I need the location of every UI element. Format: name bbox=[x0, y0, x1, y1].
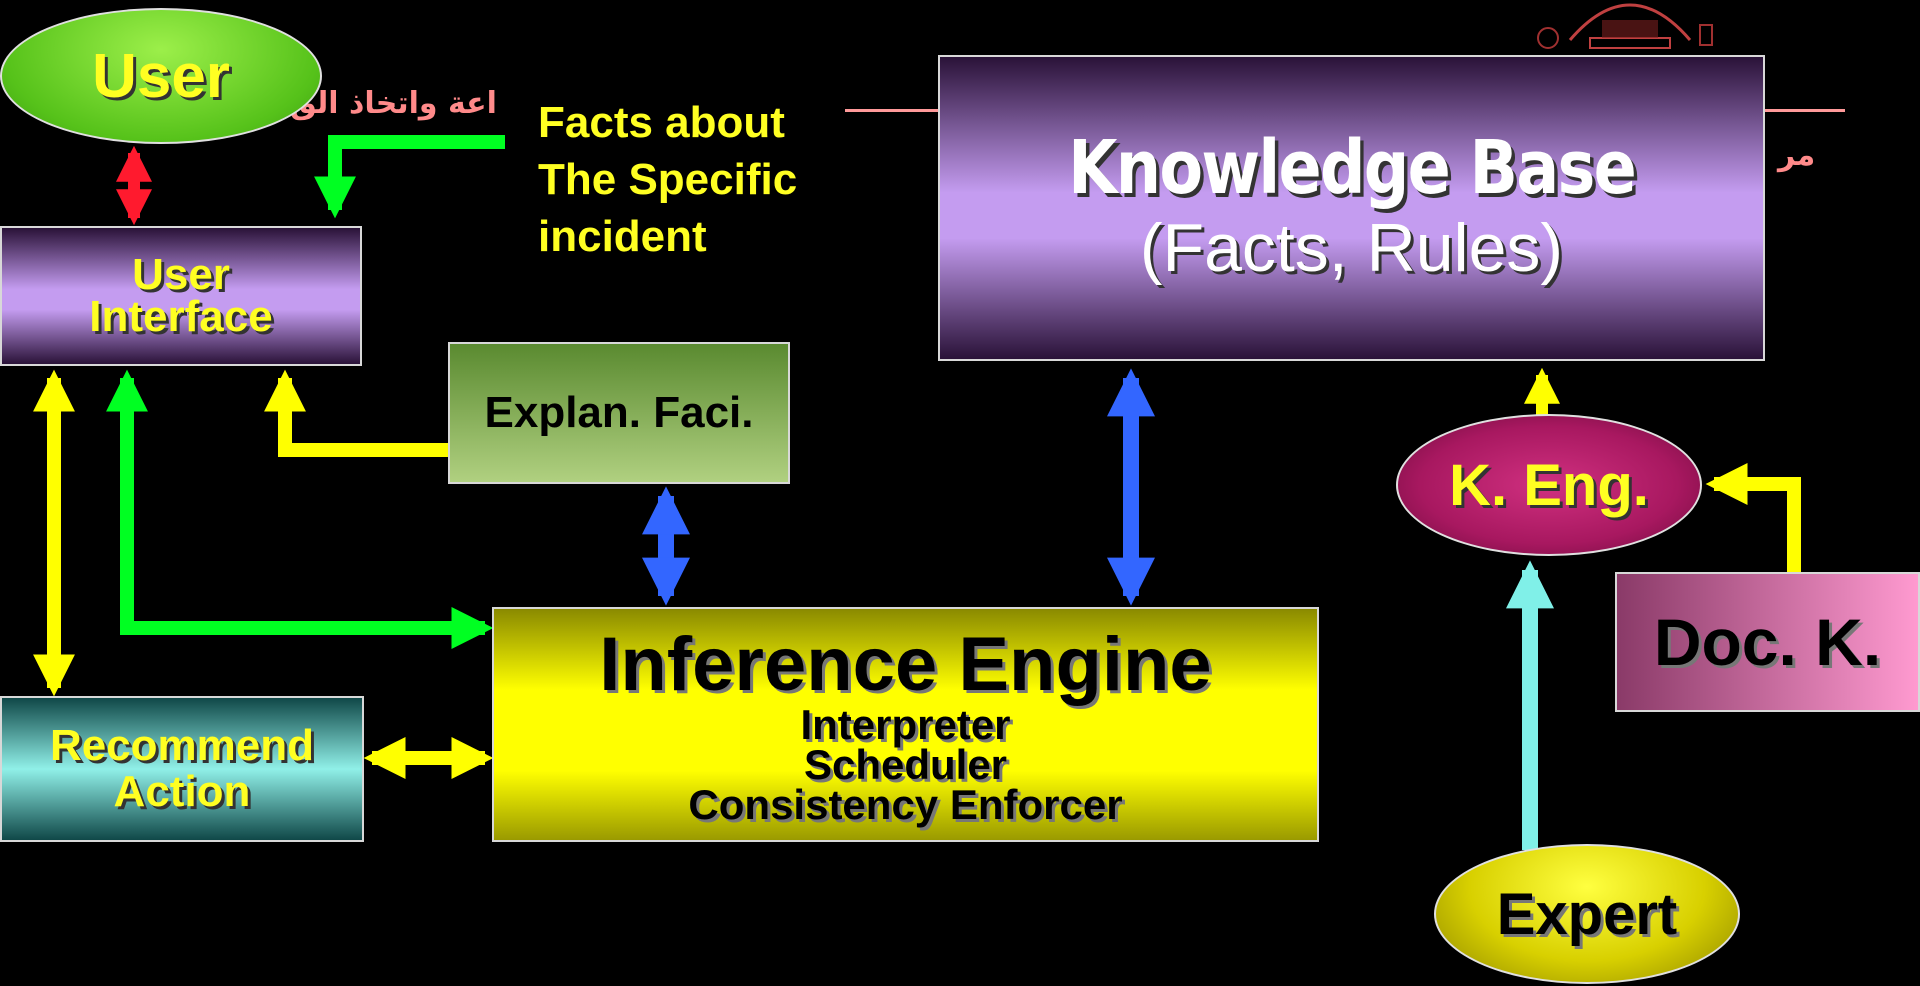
facts-note-line: The Specific bbox=[538, 155, 798, 204]
user-interface-label-line: Interface bbox=[89, 292, 273, 341]
engine-ui-arrow bbox=[106, 369, 494, 649]
explanation-facility-box: Explan. Faci. bbox=[448, 342, 790, 484]
facts-note-line: incident bbox=[538, 212, 707, 261]
inference-engine-line: Consistency Enforcer bbox=[688, 780, 1123, 828]
facts-note-line: Facts about bbox=[538, 98, 785, 147]
header-line-right bbox=[1765, 109, 1845, 112]
arabic-header-text-right: مر bbox=[1778, 138, 1816, 173]
facts-ui-arrow bbox=[314, 135, 505, 219]
documented-knowledge-box: Doc. K. bbox=[1615, 572, 1920, 712]
expert-label: Expert bbox=[1496, 881, 1678, 947]
header-line-left bbox=[845, 109, 940, 112]
inference-engine-title: Inference Engine bbox=[599, 621, 1212, 707]
documented-knowledge-label: Doc. K. bbox=[1653, 605, 1882, 679]
user-interface-label-line: User bbox=[132, 250, 230, 299]
user-node: User bbox=[0, 8, 322, 144]
university-logo bbox=[1537, 3, 1713, 49]
expert-node: Expert bbox=[1434, 844, 1740, 984]
recommend-action-label-line: Recommend bbox=[49, 721, 315, 770]
user-label: User bbox=[92, 41, 230, 111]
recommend-action-box: Recommend Action bbox=[0, 696, 364, 842]
inference-engine-line: Interpreter bbox=[800, 700, 1011, 748]
user-interface-box: User Interface bbox=[0, 226, 362, 366]
knowledge-base-subtitle: (Facts, Rules) bbox=[1139, 210, 1564, 286]
explanation-facility-label: Explan. Faci. bbox=[484, 388, 754, 437]
knowledge-engineer-label: K. Eng. bbox=[1449, 452, 1649, 518]
knowledge-engineer-node: K. Eng. bbox=[1396, 414, 1702, 556]
knowledge-base-box: Knowledge Base (Facts, Rules) bbox=[938, 55, 1765, 361]
facts-note: Facts about The Specific incident bbox=[538, 94, 797, 265]
recommend-action-label-line: Action bbox=[113, 767, 251, 816]
knowledge-base-title: Knowledge Base bbox=[1068, 125, 1637, 211]
inference-engine-line: Scheduler bbox=[803, 740, 1008, 788]
dock-keng-arrow bbox=[1705, 463, 1801, 576]
arabic-header-text-left: اعة واتخاذ الق bbox=[290, 86, 497, 121]
explan-ui-arrow bbox=[264, 369, 454, 457]
inference-engine-box: Inference Engine Interpreter Scheduler C… bbox=[492, 607, 1319, 842]
